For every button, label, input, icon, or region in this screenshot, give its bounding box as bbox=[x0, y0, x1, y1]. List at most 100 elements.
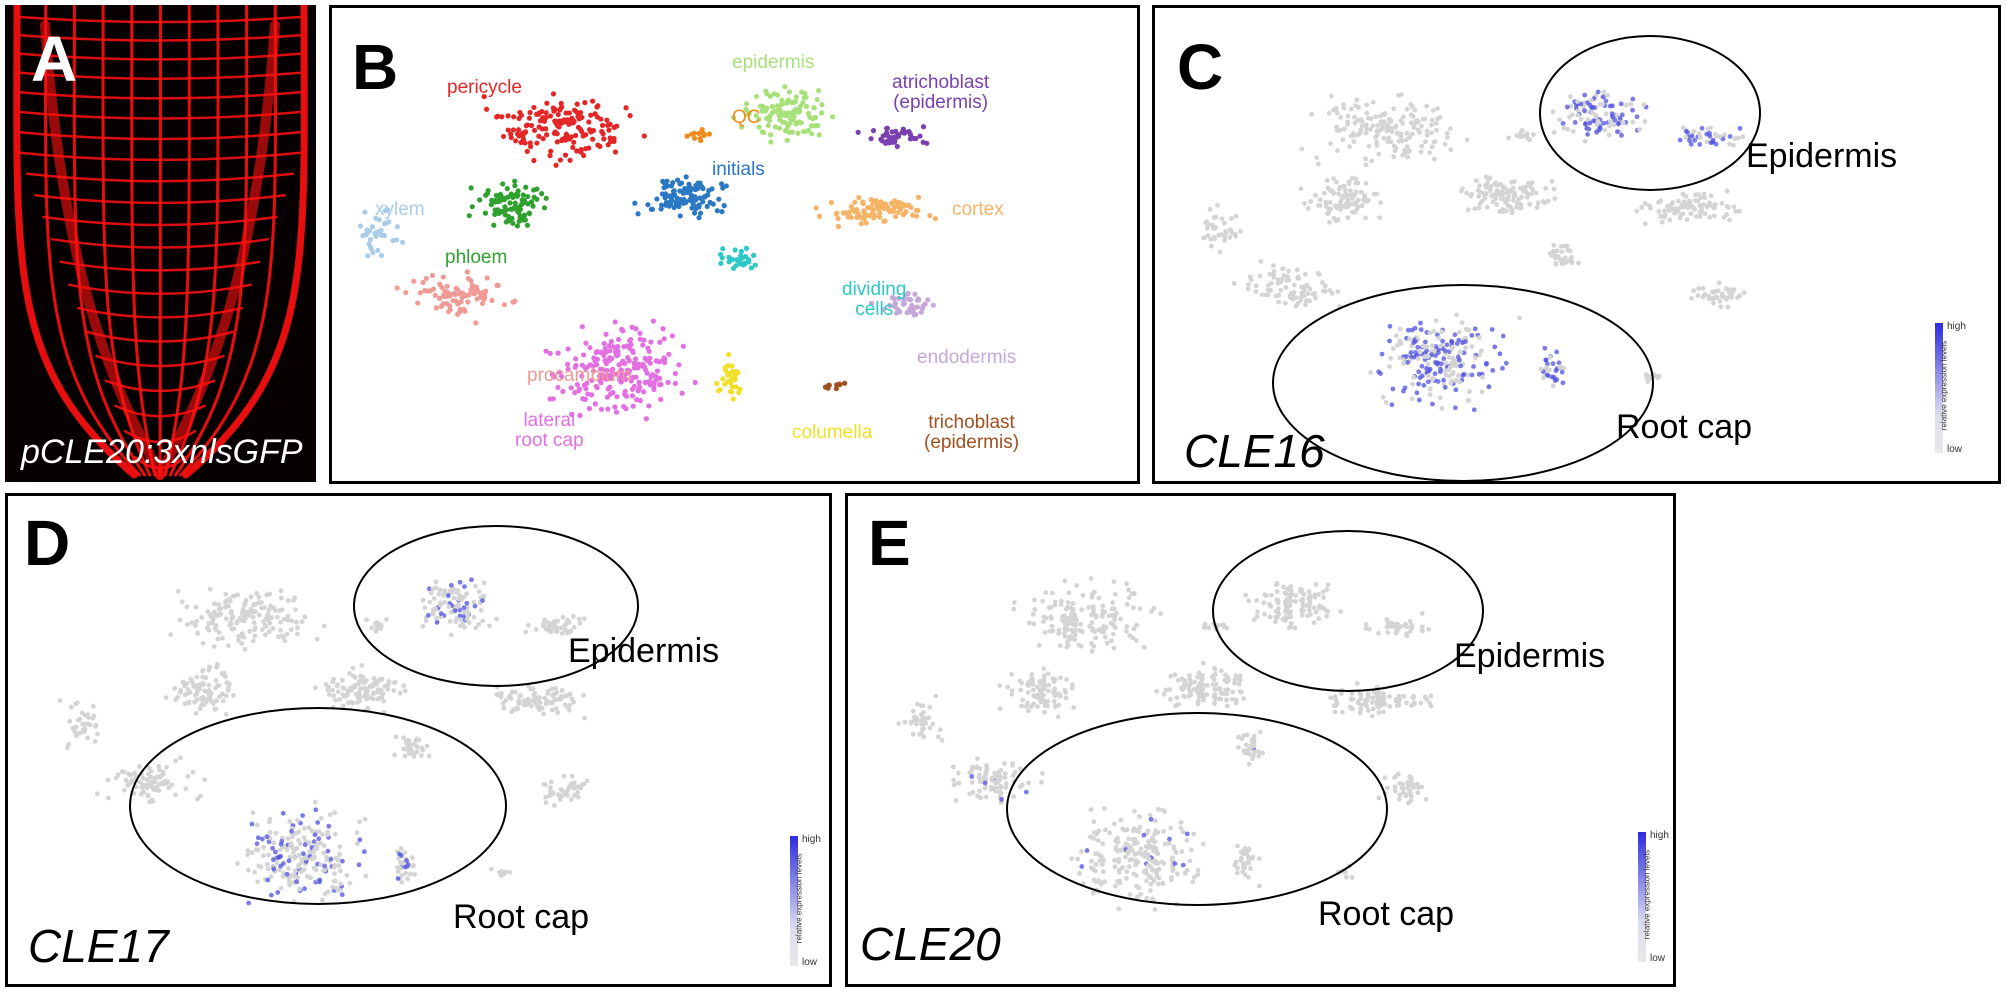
cell-point bbox=[1474, 178, 1479, 184]
cell-point bbox=[1148, 888, 1153, 894]
cell-point bbox=[647, 355, 653, 361]
cell-point bbox=[432, 606, 438, 611]
cell-point bbox=[1656, 209, 1662, 214]
expressing-cell-point bbox=[1387, 338, 1392, 344]
cell-point bbox=[1327, 219, 1332, 225]
cell-point bbox=[1356, 105, 1361, 110]
cell-point bbox=[378, 252, 385, 259]
cell-point bbox=[313, 685, 318, 691]
cell-point bbox=[1284, 600, 1290, 606]
cell-point bbox=[65, 745, 70, 751]
cell-point bbox=[172, 686, 178, 691]
cell-point bbox=[660, 178, 666, 184]
cell-point bbox=[451, 595, 457, 601]
cell-point bbox=[1101, 806, 1107, 811]
cell-point bbox=[1387, 703, 1393, 709]
cell-point bbox=[1447, 364, 1453, 370]
expressing-cell-point bbox=[1411, 354, 1417, 360]
cell-point bbox=[1326, 206, 1332, 212]
cell-point bbox=[1137, 606, 1143, 611]
cell-point bbox=[1338, 115, 1344, 120]
expressing-cell-point bbox=[1421, 382, 1427, 388]
cell-point bbox=[1533, 190, 1539, 196]
expressing-cell-point bbox=[1618, 101, 1624, 107]
cell-point bbox=[252, 633, 258, 639]
cell-point bbox=[1358, 127, 1364, 133]
cell-point bbox=[788, 116, 794, 122]
cell-point bbox=[1359, 203, 1365, 209]
cell-point bbox=[1128, 844, 1133, 850]
cell-point bbox=[914, 715, 920, 721]
cell-point bbox=[458, 617, 464, 623]
cell-point bbox=[1143, 871, 1149, 876]
cell-point bbox=[1256, 753, 1262, 759]
cell-point bbox=[1038, 686, 1044, 692]
cell-point bbox=[565, 366, 571, 372]
cell-point bbox=[266, 629, 272, 635]
cell-point bbox=[1429, 130, 1435, 136]
cell-point bbox=[1307, 286, 1313, 292]
cell-point bbox=[1700, 285, 1706, 291]
cell-point bbox=[556, 124, 562, 130]
cell-point bbox=[507, 869, 513, 875]
cell-point bbox=[1477, 183, 1482, 189]
cell-point bbox=[552, 697, 558, 703]
expressing-cell-point bbox=[1436, 350, 1441, 356]
cell-point bbox=[1302, 201, 1307, 206]
expressing-cell-point bbox=[276, 854, 282, 860]
cluster-label-procambium: procambium bbox=[527, 365, 632, 386]
cell-point bbox=[588, 112, 594, 118]
cell-point bbox=[1731, 142, 1736, 148]
cell-point bbox=[1480, 374, 1485, 380]
cell-point bbox=[401, 683, 407, 689]
cell-point bbox=[524, 222, 531, 228]
cell-point bbox=[1551, 186, 1557, 192]
cell-point bbox=[352, 675, 358, 681]
expressing-cell-point bbox=[1389, 402, 1395, 408]
expressing-cell-point bbox=[434, 620, 440, 625]
cell-point bbox=[223, 600, 228, 605]
cell-point bbox=[1422, 116, 1428, 122]
expressing-cell-point bbox=[1500, 365, 1505, 371]
cell-point bbox=[1212, 665, 1217, 671]
cell-point bbox=[1058, 598, 1064, 604]
cell-point bbox=[1363, 622, 1369, 627]
cell-point bbox=[1155, 829, 1161, 835]
cell-point bbox=[786, 89, 792, 95]
expressing-cell-point bbox=[1492, 344, 1498, 350]
cell-point bbox=[833, 211, 839, 217]
cell-point bbox=[1435, 116, 1441, 122]
cell-point bbox=[1222, 237, 1228, 243]
cell-point bbox=[1224, 703, 1230, 709]
cell-point bbox=[1514, 133, 1520, 139]
cell-point bbox=[1308, 611, 1313, 617]
cell-point bbox=[1034, 684, 1040, 690]
expressing-cell-point bbox=[1619, 133, 1624, 138]
expressing-cell-point bbox=[457, 579, 463, 585]
cell-point bbox=[1162, 841, 1168, 847]
cell-point bbox=[1425, 354, 1431, 359]
cell-point bbox=[318, 815, 324, 821]
cell-point bbox=[1104, 640, 1110, 646]
cell-point bbox=[901, 203, 907, 209]
cell-point bbox=[1453, 378, 1459, 383]
cell-point bbox=[811, 105, 817, 111]
cell-point bbox=[792, 106, 799, 113]
cell-point bbox=[250, 810, 256, 816]
cell-point bbox=[141, 789, 147, 795]
cell-point bbox=[1221, 622, 1227, 628]
cell-point bbox=[1011, 606, 1017, 612]
cell-point bbox=[1244, 732, 1250, 738]
cell-point bbox=[1031, 693, 1036, 699]
cell-point bbox=[896, 721, 902, 727]
cell-point bbox=[641, 389, 647, 395]
cell-point bbox=[772, 108, 778, 114]
cell-point bbox=[1343, 187, 1348, 193]
cell-point bbox=[927, 725, 933, 731]
cell-point bbox=[1057, 643, 1063, 649]
cell-point bbox=[912, 291, 918, 297]
cell-point bbox=[921, 734, 927, 740]
cell-point bbox=[1472, 206, 1478, 212]
cell-point bbox=[672, 370, 678, 377]
cell-point bbox=[449, 589, 455, 595]
